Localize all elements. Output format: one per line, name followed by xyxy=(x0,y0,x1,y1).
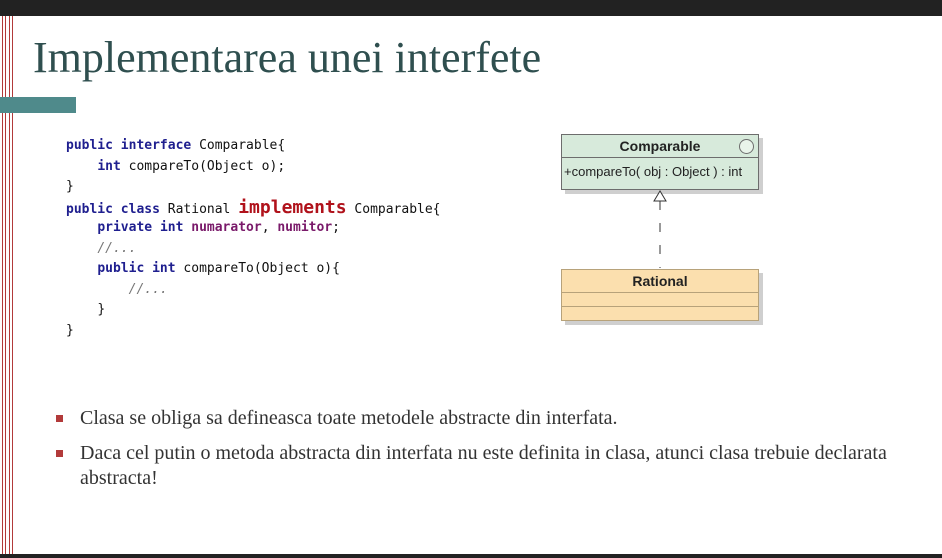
code-line: public class Rational implements Compara… xyxy=(66,196,441,218)
code-line: } xyxy=(66,179,74,194)
bullet-item: Daca cel putin o metoda abstracta din in… xyxy=(56,441,896,491)
code-line: } xyxy=(97,302,106,317)
left-rule xyxy=(12,16,13,554)
left-rule xyxy=(5,16,6,554)
interface-name: Comparable xyxy=(619,138,701,154)
code-line: } xyxy=(66,322,74,338)
code-block: public interface Comparable{ int compare… xyxy=(66,136,441,341)
bullet-list: Clasa se obliga sa defineasca toate meto… xyxy=(56,406,896,501)
realization-arrow xyxy=(653,190,667,268)
code-line: public interface Comparable{ xyxy=(66,138,286,153)
bullet-square-icon xyxy=(56,450,63,457)
bullet-square-icon xyxy=(56,415,63,422)
uml-interface-comparable: Comparable +compareTo( obj : Object ) : … xyxy=(561,134,759,190)
code-line: private int numarator, numitor; xyxy=(97,220,340,235)
top-bar xyxy=(0,0,942,16)
hollow-triangle-icon xyxy=(653,190,667,202)
code-line: //... xyxy=(128,281,168,297)
code-line: int compareTo(Object o); xyxy=(97,158,286,174)
left-rule xyxy=(9,16,10,554)
code-line: public int compareTo(Object o){ xyxy=(97,261,340,276)
class-name: Rational xyxy=(562,270,758,293)
implements-keyword: implements xyxy=(238,196,347,218)
bottom-bar xyxy=(0,554,942,558)
interface-operation: +compareTo( obj : Object ) : int xyxy=(564,164,743,179)
interface-circle-icon xyxy=(739,139,754,154)
uml-class-rational: Rational xyxy=(561,269,759,321)
left-rule xyxy=(2,16,3,554)
slide-title: Implementarea unei interfete xyxy=(33,33,542,82)
title-accent-bar xyxy=(0,97,76,113)
bullet-item: Clasa se obliga sa defineasca toate meto… xyxy=(56,406,896,431)
code-line: //... xyxy=(97,240,137,256)
class-attributes-section xyxy=(562,293,758,307)
